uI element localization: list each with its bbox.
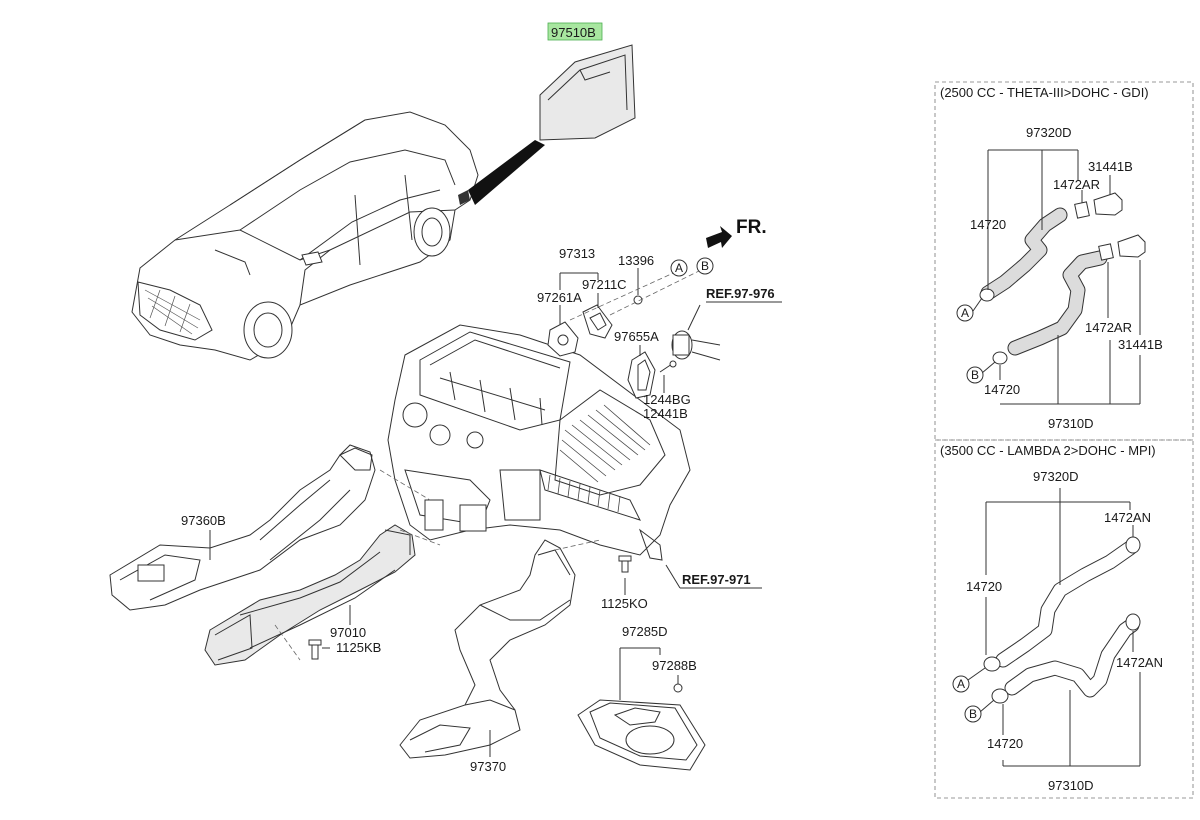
part-label-97285D[interactable]: 97285D: [622, 624, 668, 639]
part-label-1244BG[interactable]: 1244BG: [643, 392, 691, 407]
part-label-31441B-bot-2500cc[interactable]: 31441B: [1118, 337, 1163, 352]
ref-label-97-971[interactable]: REF.97-971: [682, 572, 751, 587]
cabin-air-filter: [539, 44, 636, 141]
gasket-97261A: [547, 321, 579, 357]
car-illustration: [131, 111, 545, 361]
marker-b-3500cc: B: [964, 705, 982, 723]
part-label-1472AN-top-3500cc[interactable]: 1472AN: [1104, 510, 1151, 525]
marker-b-2500cc: B: [966, 366, 984, 384]
screw-1125KB: [308, 639, 322, 660]
part-label-97261A[interactable]: 97261A: [537, 290, 582, 305]
part-label-1472AR-top-2500cc[interactable]: 1472AR: [1053, 177, 1100, 192]
part-label-1472AN-bot-3500cc[interactable]: 1472AN: [1116, 655, 1163, 670]
part-label-97370[interactable]: 97370: [470, 759, 506, 774]
svg-text:A: A: [675, 261, 683, 275]
front-arrow: [706, 226, 732, 248]
engine-variant-box-3500cc: [934, 439, 1194, 799]
screw-1244BG: [659, 360, 677, 373]
leader-lines-2500cc: [972, 149, 1141, 405]
part-label-1472AR-bot-2500cc[interactable]: 1472AR: [1085, 320, 1132, 335]
part-label-14720-bot-2500cc[interactable]: 14720: [984, 382, 1020, 397]
marker-b-main: B: [696, 257, 714, 275]
part-label-97010[interactable]: 97010: [330, 625, 366, 640]
gasket-97211C: [582, 304, 613, 339]
marker-a-3500cc: A: [952, 675, 970, 693]
part-label-97313[interactable]: 97313: [559, 246, 595, 261]
svg-text:B: B: [701, 259, 709, 273]
front-direction-label: FR.: [736, 217, 767, 238]
screw-1125KO: [618, 555, 632, 573]
part-label-97360B[interactable]: 97360B: [181, 513, 226, 528]
part-label-97510B-highlight: [547, 22, 603, 41]
duct-97370: [399, 539, 576, 759]
tray-97285D: [577, 683, 706, 771]
svg-text:A: A: [961, 306, 969, 320]
ref-label-97-976[interactable]: REF.97-976: [706, 286, 775, 301]
part-label-97320D-3500cc[interactable]: 97320D: [1033, 469, 1079, 484]
part-label-97288B[interactable]: 97288B: [652, 658, 697, 673]
svg-text:B: B: [969, 707, 977, 721]
box-title-2500cc: (2500 CC - THETA-III>DOHC - GDI): [940, 85, 1149, 100]
part-label-12441B[interactable]: 12441B: [643, 406, 688, 421]
part-label-97310D-3500cc[interactable]: 97310D: [1048, 778, 1094, 793]
part-label-14720-top-3500cc[interactable]: 14720: [966, 579, 1002, 594]
duct-97360B: [109, 444, 376, 611]
nut-13396: [633, 295, 643, 305]
gasket-97655A: [627, 351, 656, 399]
duct-97010: [204, 524, 416, 666]
hvac-unit: [387, 324, 721, 561]
hoses-2500cc: [979, 192, 1146, 365]
leader-lines: [209, 267, 782, 757]
hoses-3500cc: [983, 536, 1141, 704]
part-label-13396[interactable]: 13396: [618, 253, 654, 268]
part-label-1125KB[interactable]: 1125KB: [336, 640, 381, 655]
svg-text:B: B: [971, 368, 979, 382]
part-label-97211C[interactable]: 97211C: [582, 277, 627, 292]
box-title-3500cc: (3500 CC - LAMBDA 2>DOHC - MPI): [940, 443, 1156, 458]
marker-a-main: A: [670, 259, 688, 277]
marker-a-2500cc: A: [956, 304, 974, 322]
part-label-1125KO[interactable]: 1125KO: [601, 596, 648, 611]
leader-lines-3500cc: [967, 488, 1141, 767]
part-label-14720-bot-3500cc[interactable]: 14720: [987, 736, 1023, 751]
part-label-97320D-2500cc[interactable]: 97320D: [1026, 125, 1072, 140]
svg-text:A: A: [957, 677, 965, 691]
part-label-14720-top-2500cc[interactable]: 14720: [970, 217, 1006, 232]
part-label-97310D-2500cc[interactable]: 97310D: [1048, 416, 1094, 431]
part-label-31441B-top-2500cc[interactable]: 31441B: [1088, 159, 1133, 174]
part-label-97510B[interactable]: 97510B: [551, 25, 596, 40]
part-label-97655A[interactable]: 97655A: [614, 329, 659, 344]
